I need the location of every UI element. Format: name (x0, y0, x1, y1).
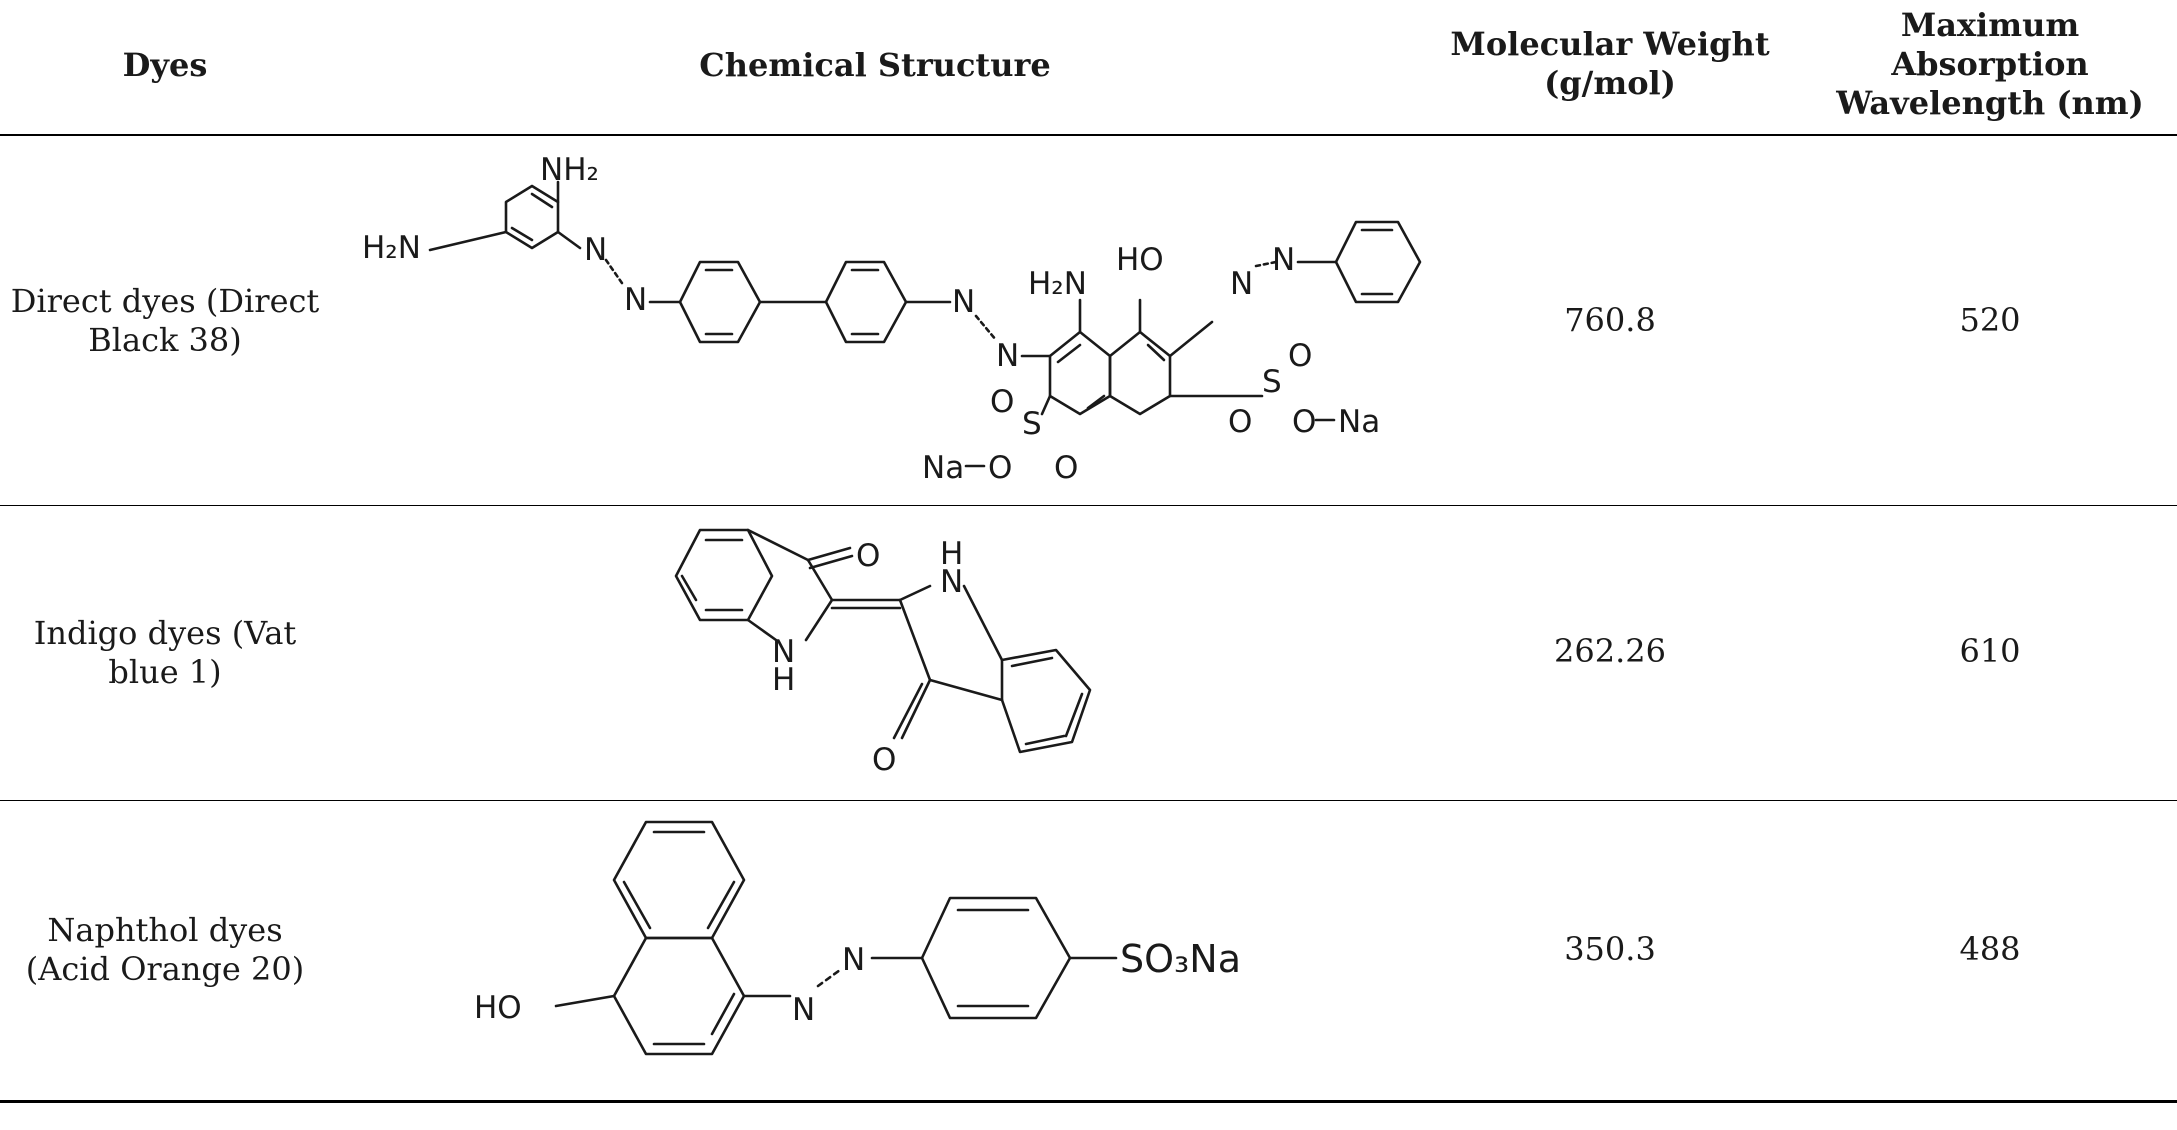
header-abs-line1: Maximum (1900, 6, 2080, 44)
row-1-max-absorption: 520 (1959, 301, 2021, 339)
so3-o2: O (1054, 450, 1078, 486)
so3-o5: O (1288, 338, 1312, 374)
so3na-label: SO₃Na (1120, 937, 1241, 981)
row-3-dye-line1: Naphthol dyes (47, 911, 283, 949)
row-2-dye-line2: blue 1) (108, 653, 222, 691)
row-2-dye: Indigo dyes (Vat blue 1) (10, 614, 320, 692)
row-2-molecular-weight: 262.26 (1554, 632, 1666, 670)
header-molecular-weight: Molecular Weight (g/mol) (1440, 25, 1780, 103)
row-1-rule (0, 505, 2177, 506)
row-1-dye: Direct dyes (Direct Black 38) (10, 282, 320, 360)
h2n-mid-label: H₂N (1028, 266, 1087, 302)
azo-n1: N (584, 232, 607, 268)
azo-n2: N (842, 942, 865, 978)
header-max-absorption: Maximum Absorption Wavelength (nm) (1820, 6, 2160, 123)
na-label-2: Na (1338, 404, 1380, 440)
row-3-dye-line2: (Acid Orange 20) (25, 950, 305, 988)
indigo-o-bottom: O (872, 742, 896, 778)
row-1-molecular-weight: 760.8 (1564, 301, 1656, 339)
nh2-label: NH₂ (540, 152, 599, 188)
so3-o7: O (1292, 404, 1316, 440)
ho-label: HO (474, 990, 522, 1026)
h2n-label: H₂N (362, 230, 421, 266)
row-2-dye-line1: Indigo dyes (Vat (33, 614, 297, 652)
azo-n3: N (952, 284, 975, 320)
azo-n2: N (624, 282, 647, 318)
indigo-n-top: N (940, 564, 963, 600)
azo-n6: N (1272, 242, 1295, 278)
row-3-molecular-weight: 350.3 (1564, 930, 1656, 968)
direct-black-38-structure: NH₂ H₂N N N N N H₂N HO N N O S O O Na O … (362, 152, 1422, 486)
acid-orange-20-structure: HO N N SO₃Na (474, 820, 1241, 1056)
na-label-1: Na (922, 450, 964, 486)
azo-n1: N (792, 992, 815, 1028)
header-abs-line2: Absorption (1891, 45, 2089, 83)
indigo-structure: O H N N H O (674, 528, 1092, 778)
row-2-max-absorption: 610 (1959, 632, 2021, 670)
azo-n4: N (996, 338, 1019, 374)
header-mw-line1: Molecular Weight (1450, 25, 1770, 63)
indigo-h-top: H (940, 536, 963, 572)
azo-n5: N (1230, 266, 1253, 302)
row-3-dye: Naphthol dyes (Acid Orange 20) (10, 911, 320, 989)
so3-o1: O (990, 384, 1014, 420)
row-2-rule (0, 800, 2177, 801)
row-1-dye-line2: Black 38) (88, 321, 242, 359)
so3-s2: S (1262, 364, 1282, 400)
so3-o6: O (1228, 404, 1252, 440)
header-rule (0, 134, 2177, 136)
indigo-n-bottom: N (772, 634, 795, 670)
header-mw-line2: (g/mol) (1544, 64, 1676, 102)
header-chemical-structure: Chemical Structure (699, 46, 1051, 84)
row-3-max-absorption: 488 (1959, 930, 2021, 968)
indigo-h-bottom: H (772, 662, 795, 698)
so3-o3: O (988, 450, 1012, 486)
indigo-o-top: O (856, 538, 880, 574)
ho-label: HO (1116, 242, 1164, 278)
so3-s1: S (1022, 406, 1042, 442)
header-dyes: Dyes (122, 46, 208, 84)
bottom-rule (0, 1100, 2177, 1103)
header-abs-line3: Wavelength (nm) (1836, 84, 2144, 122)
row-1-dye-line1: Direct dyes (Direct (10, 282, 320, 320)
